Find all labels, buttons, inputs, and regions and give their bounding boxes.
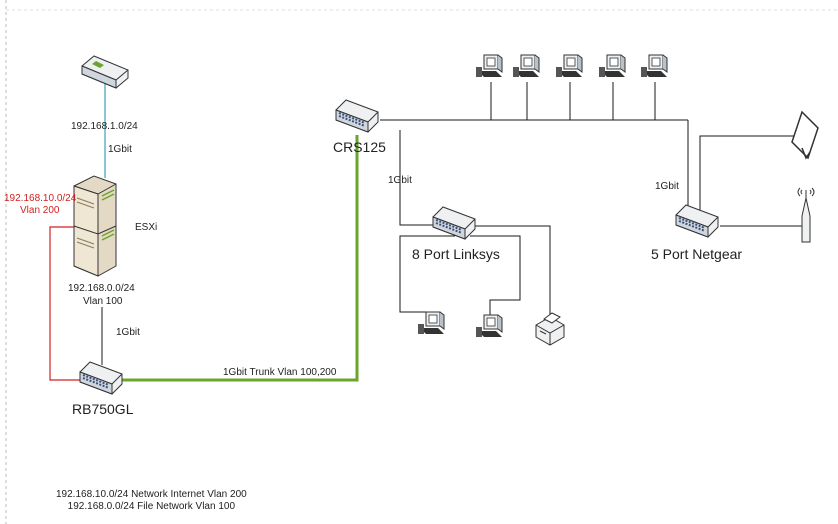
vlan200-label: Vlan 200: [20, 205, 60, 216]
wireless-ap-icon: [797, 187, 815, 243]
connection-lines: [49, 82, 806, 382]
modem-subnet-label: 192.168.1.0/24: [71, 121, 138, 132]
pc-icon: [475, 314, 503, 338]
pc-icon: [417, 311, 445, 335]
legend-line: 192.168.10.0/24 Network Internet Vlan 20…: [56, 489, 247, 500]
pc-icon: [555, 54, 583, 78]
linksys-switch-icon: [432, 206, 476, 240]
router-label: RB750GL: [72, 401, 134, 417]
pc-icon: [598, 54, 626, 78]
esxi-vlan-label: Vlan 100: [83, 296, 123, 307]
modem-link-label: 1Gbit: [108, 144, 132, 155]
modem-icon: [81, 55, 129, 89]
crs125-switch-icon: [335, 99, 379, 133]
linksys-label: 8 Port Linksys: [412, 246, 500, 262]
netgear-link-label: 1Gbit: [655, 181, 679, 192]
esxi-link-label: 1Gbit: [116, 327, 140, 338]
pc-icon: [512, 54, 540, 78]
netgear-switch-icon: [675, 204, 719, 238]
esxi-label: ESXi: [135, 222, 158, 233]
pc-icon: [640, 54, 668, 78]
network-legend: 192.168.10.0/24 Network Internet Vlan 20…: [56, 489, 247, 513]
printer-icon: [535, 312, 565, 346]
esxi-subnet-label: 192.168.0.0/24: [68, 283, 135, 294]
vlan200-subnet-label: 192.168.10.0/24: [4, 193, 77, 204]
pc-icon: [475, 54, 503, 78]
trunk-label: 1Gbit Trunk Vlan 100,200: [223, 367, 337, 378]
router-icon: [79, 361, 123, 395]
crs125-label: CRS125: [333, 139, 386, 155]
crs-link-label: 1Gbit: [388, 175, 412, 186]
projector-screen-icon: [791, 110, 819, 160]
netgear-label: 5 Port Netgear: [651, 246, 743, 262]
esxi-server-icon: [73, 175, 117, 277]
legend-line: 192.168.0.0/24 File Network Vlan 100: [67, 501, 236, 512]
